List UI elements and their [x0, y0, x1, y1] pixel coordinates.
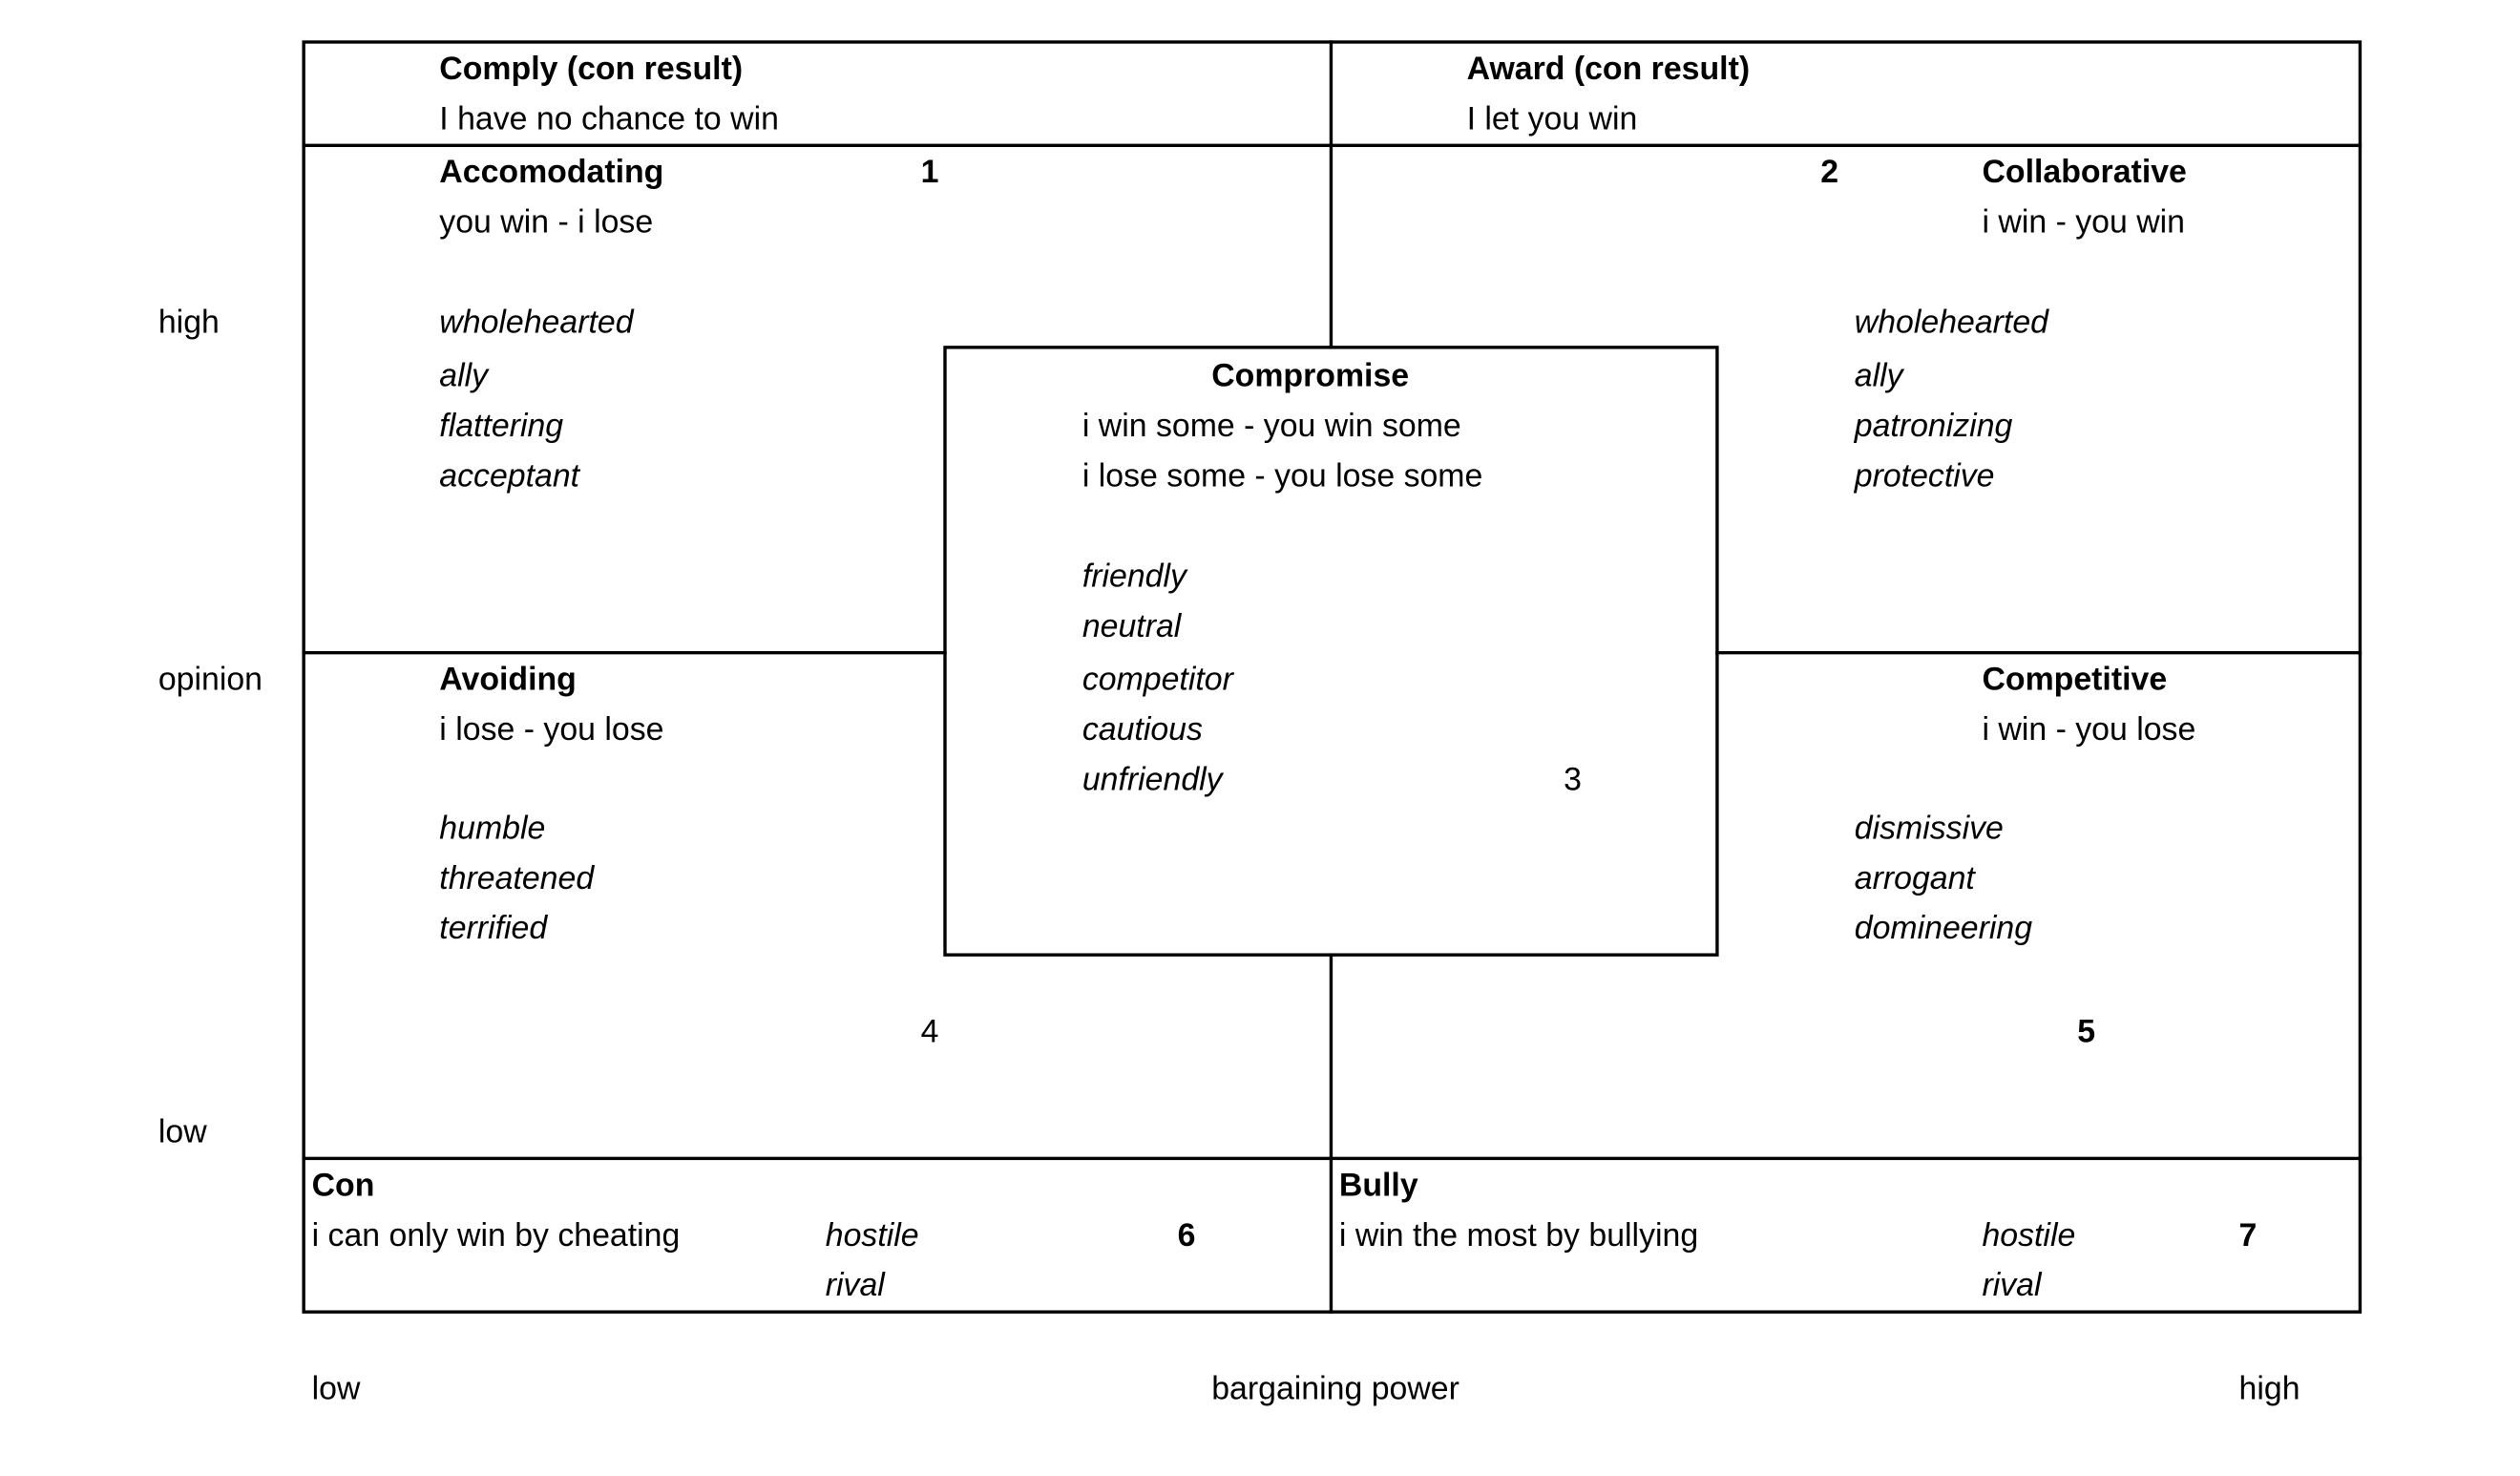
compromise-line: i win some - you win some: [1082, 409, 1461, 445]
competitive-trait: dismissive: [1854, 811, 2004, 847]
x-axis-title: bargaining power: [1211, 1371, 1460, 1407]
compromise-box: [943, 346, 1719, 957]
collaborative-trait: protective: [1854, 458, 1995, 495]
accomodating-subtitle: you win - i lose: [439, 204, 654, 242]
collaborative-trait: patronizing: [1854, 409, 2013, 445]
collaborative-subtitle: i win - you win: [1982, 204, 2186, 242]
compromise-trait: competitor: [1082, 662, 1233, 699]
x-axis-high-label: high: [2238, 1371, 2300, 1407]
collaborative-number: 2: [1820, 155, 1839, 191]
bully-title: Bully: [1338, 1168, 1418, 1204]
center-divider-top: [1329, 40, 1334, 349]
con-title: Con: [311, 1168, 375, 1204]
accomodating-trait: wholehearted: [439, 305, 634, 342]
collaborative-trait: wholehearted: [1854, 305, 2048, 342]
center-divider-bottom: [1329, 953, 1334, 1314]
accomodating-trait: acceptant: [439, 458, 580, 495]
bully-trait: rival: [1982, 1268, 2042, 1304]
compromise-line: i lose some - you lose some: [1082, 458, 1483, 495]
competitive-number: 5: [2077, 1014, 2096, 1050]
avoiding-title: Avoiding: [439, 662, 577, 699]
bully-number: 7: [2238, 1217, 2258, 1255]
con-text: i can only win by cheating: [311, 1217, 681, 1255]
compromise-trait: cautious: [1082, 712, 1203, 749]
avoiding-trait: threatened: [439, 860, 595, 897]
competitive-trait: arrogant: [1854, 860, 1975, 897]
avoiding-subtitle: i lose - you lose: [439, 712, 664, 749]
con-trait: rival: [825, 1268, 885, 1304]
comply-title: Comply (con result): [439, 52, 744, 88]
collaborative-trait: ally: [1854, 358, 1903, 394]
avoiding-trait: terrified: [439, 911, 548, 947]
y-axis-low-label: low: [158, 1114, 207, 1150]
collaborative-title: Collaborative: [1982, 155, 2187, 191]
compromise-trait: friendly: [1082, 559, 1186, 595]
middle-divider-right: [1715, 650, 2362, 655]
con-trait: hostile: [825, 1217, 919, 1255]
compromise-trait: neutral: [1082, 608, 1182, 645]
y-axis-title: opinion: [158, 662, 263, 699]
competitive-title: Competitive: [1982, 662, 2168, 699]
bully-text: i win the most by bullying: [1338, 1217, 1699, 1255]
avoiding-number: 4: [920, 1014, 939, 1050]
accomodating-title: Accomodating: [439, 155, 664, 191]
accomodating-number: 1: [920, 155, 939, 191]
comply-text: I have no chance to win: [439, 101, 779, 137]
competitive-trait: domineering: [1854, 911, 2033, 947]
bully-trait: hostile: [1982, 1217, 2076, 1255]
compromise-trait: unfriendly: [1082, 762, 1223, 798]
con-number: 6: [1177, 1217, 1196, 1255]
accomodating-trait: ally: [439, 358, 489, 394]
y-axis-high-label: high: [158, 305, 220, 342]
avoiding-trait: humble: [439, 811, 546, 847]
compromise-title: Compromise: [1211, 358, 1410, 394]
award-text: I let you win: [1466, 101, 1638, 137]
x-axis-low-label: low: [311, 1371, 361, 1407]
award-title: Award (con result): [1466, 52, 1751, 88]
middle-divider-left: [302, 650, 947, 655]
competitive-subtitle: i win - you lose: [1982, 712, 2196, 749]
accomodating-trait: flattering: [439, 409, 564, 445]
compromise-number: 3: [1564, 762, 1582, 798]
